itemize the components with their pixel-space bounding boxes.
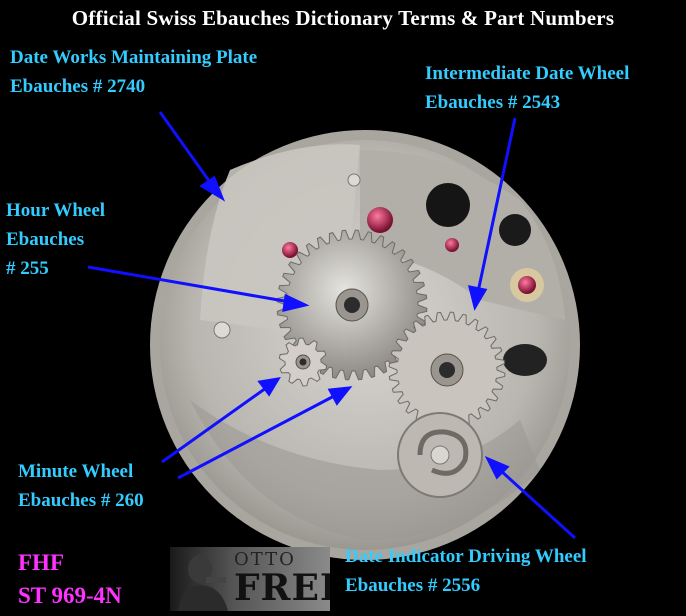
jewel: [518, 276, 536, 294]
watchmaker-figure-icon: [178, 555, 228, 611]
model-brand: FHF: [18, 550, 64, 575]
logo-frei: FREI: [234, 567, 330, 609]
label-line: Date Works Maintaining Plate: [10, 47, 258, 68]
label-line: Ebauches # 2740: [10, 76, 146, 97]
label-date-works-plate: Date Works Maintaining Plate Ebauches # …: [10, 43, 257, 101]
label-line: Intermediate Date Wheel: [425, 63, 630, 84]
page-title: Official Swiss Ebauches Dictionary Terms…: [71, 6, 615, 30]
model-designation: FHF ST 969-4N: [18, 546, 122, 612]
recess: [503, 344, 547, 376]
date-indicator-driving-wheel: [397, 412, 483, 498]
label-line: Ebauches # 260: [18, 490, 144, 511]
label-date-indicator-driving-wheel: Date Indicator Driving Wheel Ebauches # …: [345, 542, 587, 600]
label-minute-wheel: Minute Wheel Ebauches # 260: [18, 457, 144, 515]
maintaining-plate: [200, 144, 360, 330]
jewel: [367, 207, 393, 233]
arrow-icon: [87, 111, 577, 540]
label-line: # 255: [6, 258, 49, 279]
screw: [347, 173, 361, 187]
label-line: Ebauches # 2556: [345, 575, 481, 596]
label-hour-wheel: Hour Wheel Ebauches # 255: [6, 196, 105, 283]
otto-frei-logo: OTTO FREI: [170, 547, 330, 611]
label-line: Ebauches # 2543: [425, 92, 561, 113]
label-line: Hour Wheel: [6, 200, 106, 221]
logo-otto: OTTO: [234, 549, 296, 570]
jewel: [445, 238, 459, 252]
jewel: [282, 242, 298, 258]
recess: [499, 214, 531, 246]
model-number: ST 969-4N: [18, 583, 122, 608]
label-line: Date Indicator Driving Wheel: [345, 546, 587, 567]
label-line: Minute Wheel: [18, 461, 134, 482]
label-line: Ebauches: [6, 229, 85, 250]
plate-shadow: [190, 400, 540, 540]
screw: [213, 321, 231, 339]
label-intermediate-date-wheel: Intermediate Date Wheel Ebauches # 2543: [425, 59, 629, 117]
intermediate-date-wheel: [388, 311, 506, 429]
minute-wheel: [278, 337, 328, 387]
recess: [426, 183, 470, 227]
